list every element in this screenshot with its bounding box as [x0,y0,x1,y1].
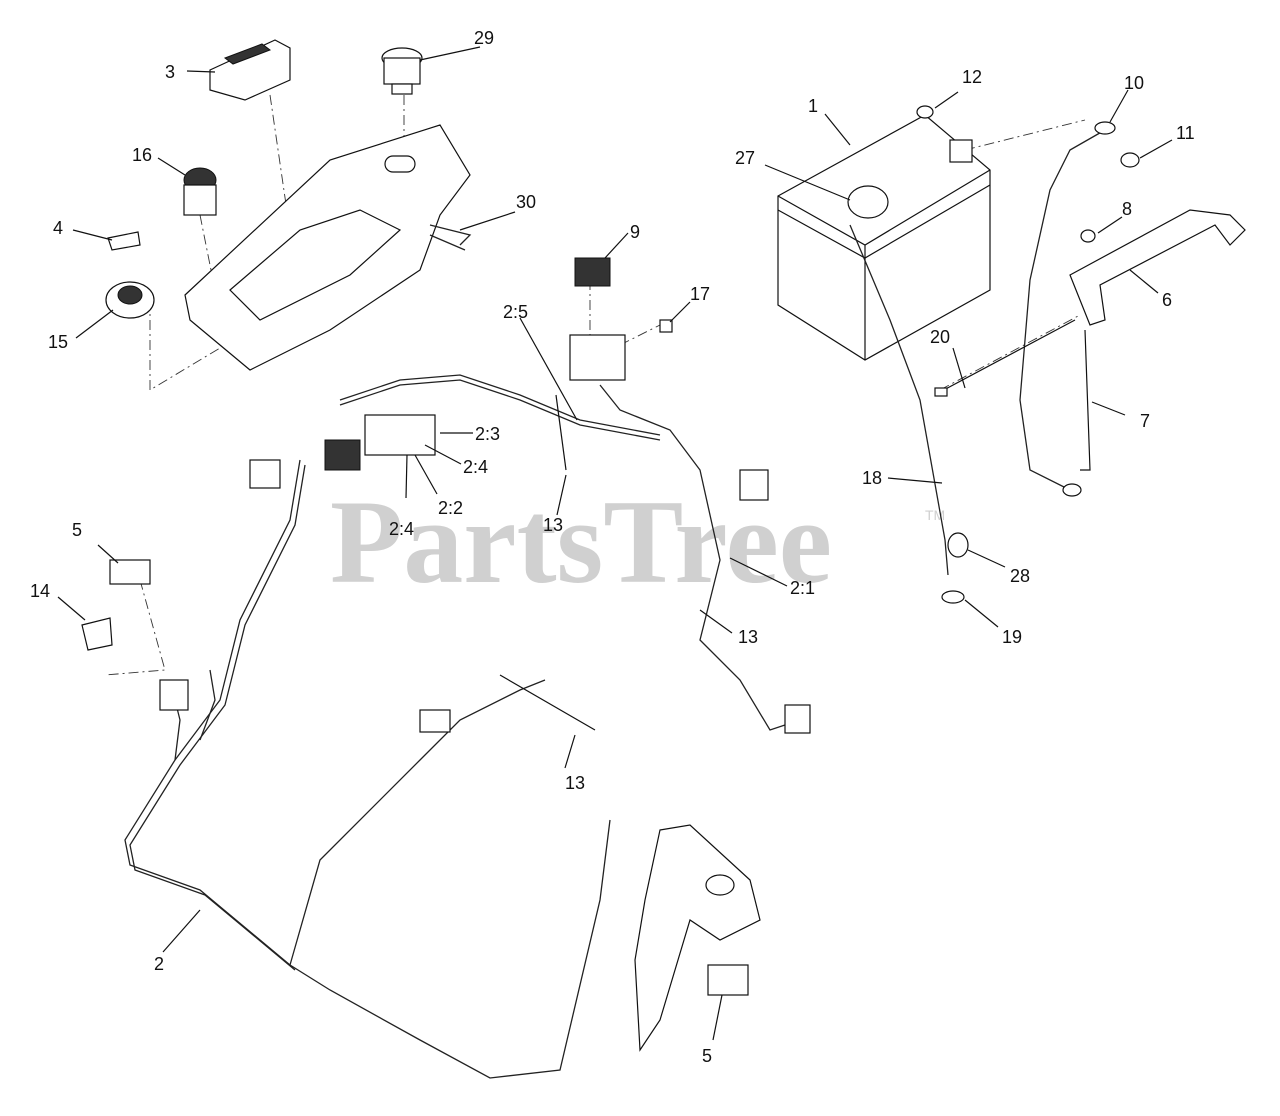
callout-9: 9 [630,222,640,242]
callout-13-c: 13 [565,773,585,793]
callout-13-b: 13 [738,627,758,647]
callout-2-1: 2:1 [790,578,815,598]
callout-30: 30 [516,192,536,212]
callout-29: 29 [474,28,494,48]
main-wire-harness [124,374,811,1079]
callout-7: 7 [1140,411,1150,431]
callout-28: 28 [1010,566,1030,586]
callout-17: 17 [690,284,710,304]
part-control-module [209,39,291,101]
callout-2: 2 [154,954,164,974]
part-battery [777,105,991,361]
callout-2-5: 2:5 [503,302,528,322]
callout-27: 27 [735,148,755,168]
callout-4: 4 [53,218,63,238]
callout-2-4-b: 2:4 [389,519,414,539]
part-seat-switch [81,559,189,711]
callout-16: 16 [132,145,152,165]
fuse-block [364,414,436,456]
callout-5-b: 5 [702,1046,712,1066]
callout-3: 3 [165,62,175,82]
callout-2-2: 2:2 [438,498,463,518]
callout-1: 1 [808,96,818,116]
callout-2-3: 2:3 [475,424,500,444]
leader-lines [57,46,1173,1041]
part-ignition [105,231,155,319]
callout-11: 11 [1176,123,1195,143]
part-relay-block [569,257,673,381]
dash-panel [184,124,471,371]
part-harness-end [429,224,472,251]
callout-19: 19 [1002,627,1022,647]
callout-5-a: 5 [72,520,82,540]
part-hold-down [1069,152,1246,471]
callout-2-4-a: 2:4 [463,457,488,477]
callout-15: 15 [48,332,68,352]
callout-labels: 3 29 16 4 15 30 9 17 2:5 2:3 2:4 2:2 2:4… [30,28,1195,1066]
callout-6: 6 [1162,290,1172,310]
callout-14: 14 [30,581,50,601]
part-power-outlet [381,47,423,95]
part-pto-switch [183,167,217,216]
callout-12: 12 [962,67,982,87]
callout-8: 8 [1122,199,1132,219]
callout-20: 20 [930,327,950,347]
callout-10: 10 [1124,73,1144,93]
callout-18: 18 [862,468,882,488]
part-brake-bracket [634,824,761,1052]
callout-13-a: 13 [543,515,563,535]
